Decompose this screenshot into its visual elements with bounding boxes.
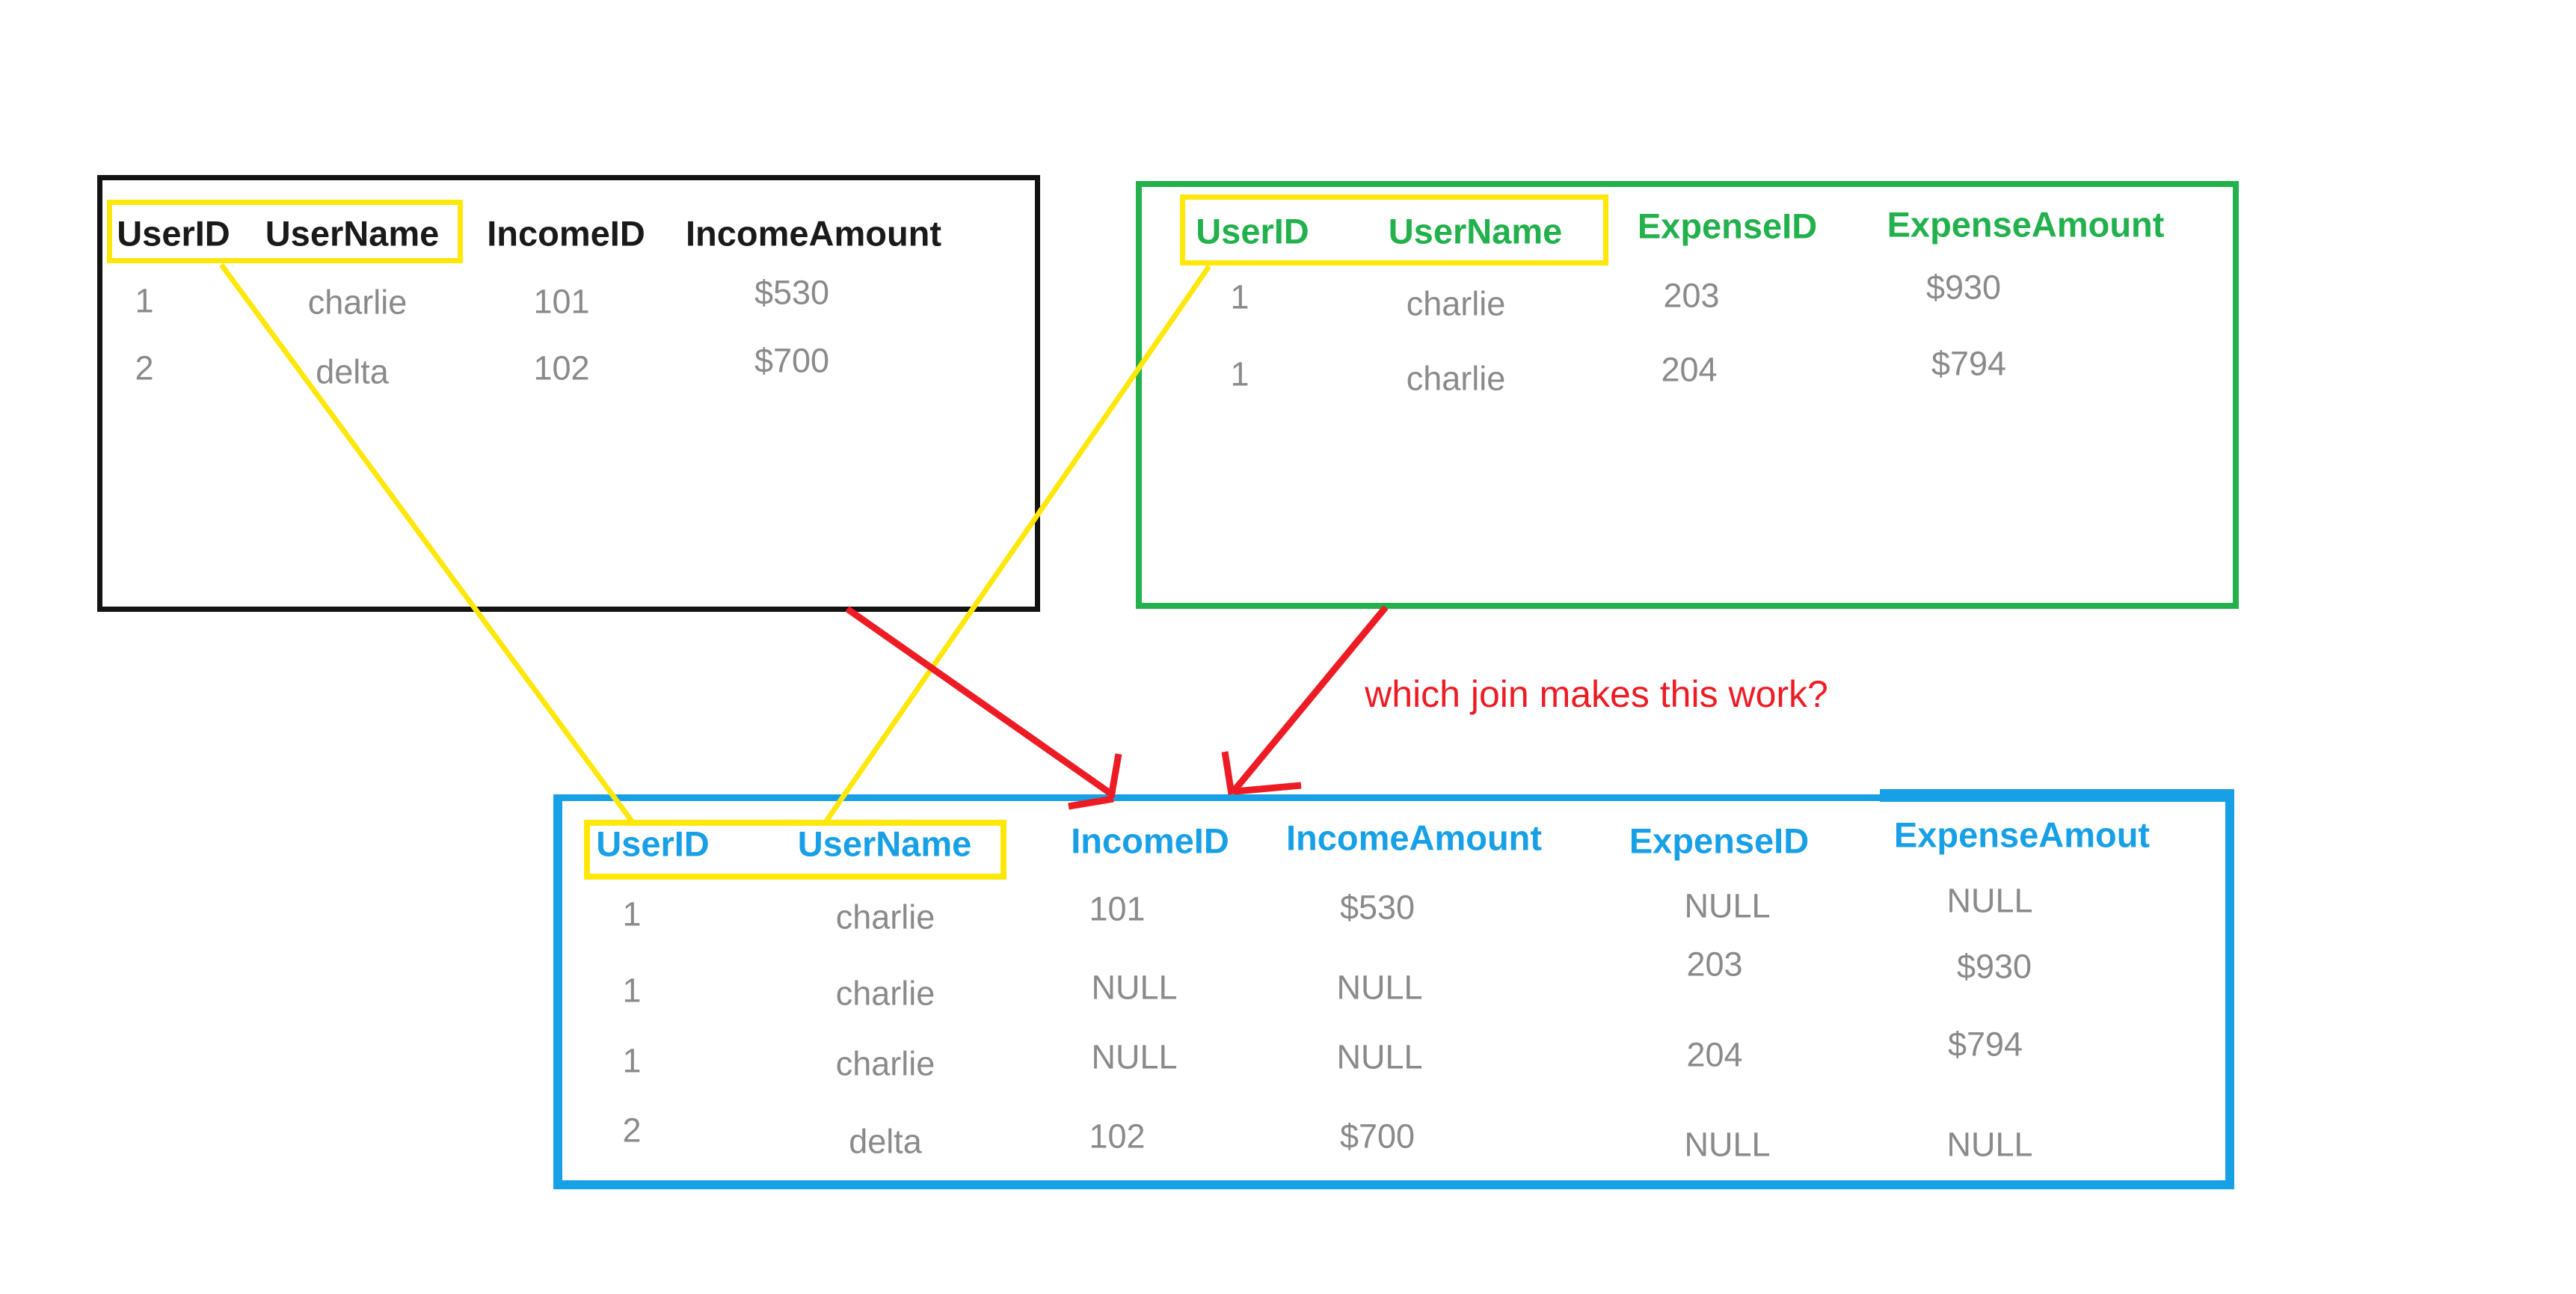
result-cell: delta [849,1122,922,1161]
result-cell: NULL [1946,1125,2033,1164]
result-table-top-border-thick [1880,789,2234,802]
expense-cell: 204 [1661,350,1718,389]
result-header-expenseid: ExpenseID [1629,821,1810,861]
income-cell: charlie [307,283,408,322]
result-cell: charlie [835,898,935,936]
result-cell: 101 [1089,889,1146,928]
expense-cell: 1 [1230,355,1249,393]
income-header-userid: UserID [117,213,230,254]
income-header-incomeid: IncomeID [487,213,645,254]
expense-header-userid: UserID [1196,211,1309,251]
result-cell: $930 [1956,947,2032,986]
result-cell: NULL [1091,968,1178,1007]
result-cell: NULL [1336,1037,1423,1076]
red-arrow-expense-to-result [1221,605,1389,795]
result-cell: $794 [1947,1025,2023,1064]
expense-cell: $930 [1925,268,2002,307]
result-table [553,794,2234,1189]
result-cell: charlie [835,974,935,1013]
result-cell: 2 [622,1111,642,1150]
expense-cell: $794 [1931,344,2007,383]
result-header-incomeid: IncomeID [1071,821,1229,861]
expense-cell: charlie [1406,359,1506,398]
income-cell: $530 [754,273,830,312]
expense-cell: 1 [1230,277,1249,316]
result-cell: 1 [622,971,642,1010]
income-cell: 1 [135,281,154,320]
income-cell: 101 [533,282,590,321]
income-cell: 2 [135,349,154,387]
result-header-expenseamout: ExpenseAmout [1893,815,2151,855]
result-cell: $530 [1339,888,1415,927]
annotation-question: which join makes this work? [1365,673,1828,715]
income-cell: delta [316,352,389,391]
result-cell: NULL [1684,1125,1771,1164]
income-cell: $700 [754,341,830,380]
expense-cell: 203 [1663,276,1720,315]
expense-header-expenseamount: ExpenseAmount [1887,204,2165,245]
join-key-highlight-result [584,820,1006,880]
result-cell: 1 [622,1041,642,1080]
join-key-highlight-income [107,200,463,263]
result-cell: NULL [1946,881,2033,920]
expense-header-username: UserName [1388,211,1563,251]
expense-cell: charlie [1406,284,1506,323]
result-cell: NULL [1684,886,1771,925]
red-arrow-income-to-result [845,606,1122,810]
income-header-username: UserName [265,213,440,254]
result-cell: NULL [1336,968,1423,1007]
result-cell: 204 [1686,1035,1743,1074]
result-cell: NULL [1091,1037,1178,1076]
income-header-incomeamount: IncomeAmount [685,213,942,254]
result-cell: $700 [1339,1117,1415,1156]
result-cell: 1 [622,895,642,933]
result-table-top-border [553,794,1880,801]
expense-header-expenseid: ExpenseID [1637,206,1818,246]
result-cell: charlie [835,1044,935,1083]
join-key-highlight-expense [1180,194,1608,266]
result-header-username: UserName [797,824,972,864]
result-header-userid: UserID [596,824,710,864]
result-cell: 102 [1089,1117,1146,1156]
income-cell: 102 [533,349,590,387]
result-header-incomeamount: IncomeAmount [1285,818,1543,858]
result-cell: 203 [1686,945,1743,984]
